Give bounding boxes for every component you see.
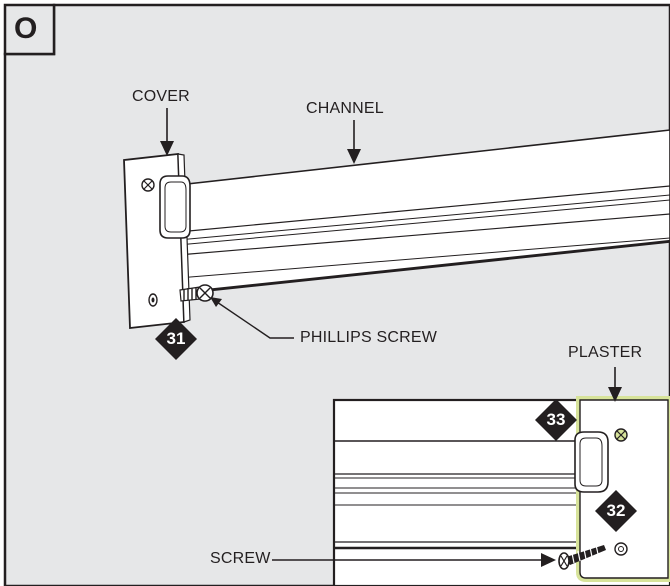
- step-letter: O: [14, 12, 38, 45]
- label-channel: CHANNEL: [306, 100, 384, 117]
- step-badge-31-shape: [155, 318, 197, 360]
- step-badge-32: 32: [606, 501, 626, 520]
- step-badge-32-shape: [595, 490, 637, 532]
- wood-screw: [558, 544, 606, 570]
- label-plaster: PLASTER: [568, 344, 643, 361]
- phillips-screw-top: [179, 284, 214, 302]
- step-tab: [3, 3, 56, 56]
- screw-leader: [272, 553, 556, 567]
- label-cover: COVER: [132, 88, 190, 105]
- label-phillips-screw: PHILLIPS SCREW: [300, 329, 438, 346]
- phillips-screw-leader: [210, 297, 294, 339]
- channel-rail: [177, 129, 670, 295]
- detail-inset: [332, 396, 670, 586]
- channel-arrow: [347, 120, 361, 164]
- label-screw: SCREW: [210, 550, 271, 567]
- step-badge-33: 33: [546, 410, 566, 429]
- step-badge-33-shape: [535, 399, 577, 441]
- cover-arrow: [160, 108, 174, 156]
- plaster-arrow: [608, 367, 622, 402]
- step-badge-31: 31: [166, 329, 186, 348]
- cover-plate: [123, 152, 191, 330]
